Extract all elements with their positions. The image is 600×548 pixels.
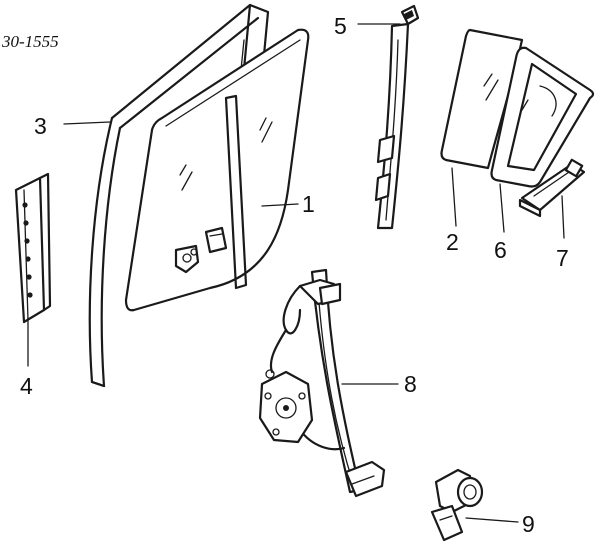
leader-lines	[27, 23, 565, 523]
callout-9: 9	[522, 511, 535, 537]
part-6-quarter-weatherstrip	[490, 46, 595, 188]
part-4-sash-strip	[14, 172, 52, 324]
leader-6	[499, 183, 505, 233]
leader-2	[451, 167, 457, 227]
diagram-code: 30-1555	[1, 32, 59, 51]
callout-1: 1	[302, 191, 315, 217]
part-9-motor	[430, 468, 484, 542]
callout-2: 2	[446, 229, 459, 255]
part-8-regulator	[258, 268, 386, 498]
part-5-center-channel	[374, 4, 420, 230]
callout-4: 4	[20, 373, 33, 399]
callouts: 1 2 3 4 5 6 7 8 9	[20, 13, 569, 537]
callout-5: 5	[334, 13, 347, 39]
part-7-run-slider	[518, 158, 586, 218]
callout-7: 7	[556, 245, 569, 271]
callout-3: 3	[34, 113, 47, 139]
leader-3	[63, 121, 111, 125]
leader-9	[465, 517, 519, 523]
callout-8: 8	[404, 371, 417, 397]
leader-7	[561, 195, 565, 239]
leader-1	[261, 203, 299, 207]
part-1-door-glass	[124, 28, 310, 312]
callout-6: 6	[494, 237, 507, 263]
